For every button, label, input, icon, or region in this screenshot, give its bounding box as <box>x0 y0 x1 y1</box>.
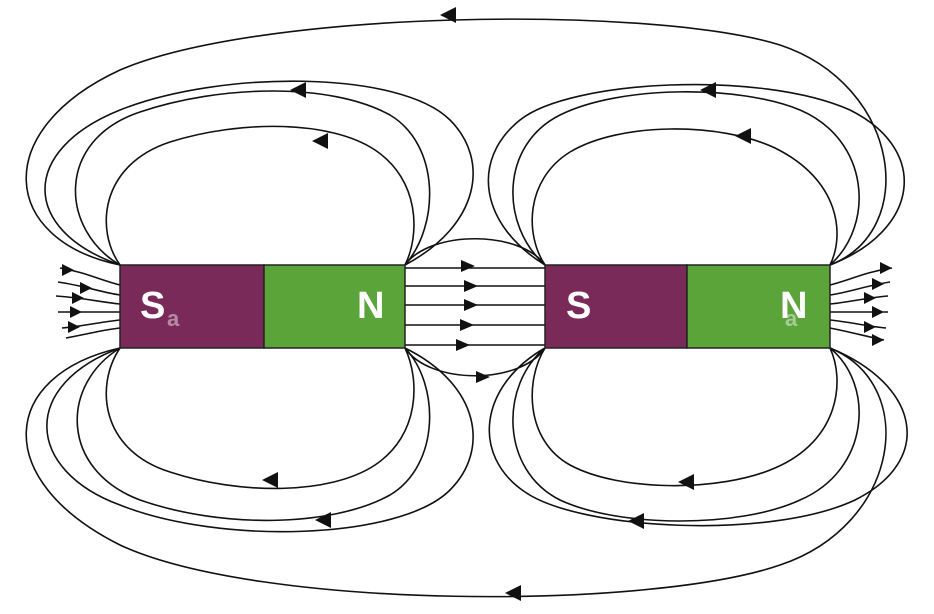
field-line <box>829 295 889 305</box>
magnet-right-south-pole <box>544 264 688 349</box>
arrow-left-icon <box>735 128 751 144</box>
arrow-right-icon <box>464 299 478 311</box>
magnet-right-north-label: N <box>780 285 807 327</box>
magnet-right: S N a <box>544 264 831 349</box>
magnet-right-south-label: S <box>566 285 591 327</box>
field-line <box>65 327 121 339</box>
arrow-left-icon <box>312 133 328 149</box>
field-line <box>76 347 431 522</box>
arrow-right-icon <box>872 306 884 318</box>
arrow-right-icon <box>864 292 876 304</box>
field-lines-right-upper <box>487 83 905 266</box>
field-lines-right-lower <box>488 347 908 527</box>
field-line <box>105 125 415 266</box>
field-line <box>57 281 121 296</box>
watermark-text: a <box>785 306 798 331</box>
field-line <box>46 347 474 533</box>
field-line <box>404 237 546 266</box>
field-line <box>44 80 474 266</box>
arrow-left-icon <box>262 472 278 488</box>
arrow-right-icon <box>864 321 876 333</box>
magnet-left: S a N <box>119 264 406 349</box>
field-line <box>829 319 887 329</box>
arrow-left-icon <box>628 513 644 529</box>
magnet-left-north-pole <box>263 264 406 349</box>
arrow-right-icon <box>461 260 475 272</box>
field-line <box>105 347 415 490</box>
arrow-right-icon <box>70 306 82 318</box>
watermark-text: a <box>167 306 180 331</box>
field-line-outer-top <box>25 18 887 266</box>
arrow-left-icon <box>678 474 694 490</box>
arrow-left-icon <box>505 585 521 601</box>
magnet-right-north-pole <box>686 264 831 349</box>
arrow-right-icon <box>872 278 884 290</box>
arrow-right-icon <box>880 262 892 274</box>
field-lines-left-upper <box>44 80 474 266</box>
field-lines-fan-left <box>55 267 121 339</box>
arrow-right-icon <box>456 339 470 351</box>
field-line <box>61 319 121 329</box>
field-line <box>512 347 860 522</box>
field-line <box>512 91 860 266</box>
field-line <box>829 281 891 296</box>
arrow-right-icon <box>68 321 80 333</box>
field-line <box>487 83 905 266</box>
field-line <box>404 347 546 377</box>
arrow-right-icon <box>62 264 74 276</box>
field-line <box>488 347 908 527</box>
magnet-left-south-label: S <box>140 285 165 327</box>
arrow-right-icon <box>460 319 474 331</box>
arrow-right-icon <box>872 334 884 346</box>
field-lines-left-lower <box>46 347 474 533</box>
magnet-left-north-label: N <box>357 285 384 327</box>
arrow-right-icon <box>72 292 84 304</box>
arrow-left-icon <box>440 7 456 23</box>
magnet-left-south-pole <box>119 264 265 349</box>
direction-arrows <box>62 7 892 601</box>
field-line <box>55 295 121 305</box>
field-line <box>74 90 431 266</box>
arrow-right-icon <box>476 371 490 383</box>
arrow-left-icon <box>290 82 306 98</box>
field-line <box>531 128 838 266</box>
arrow-left-icon <box>315 512 331 528</box>
field-line-outer-bottom <box>25 347 887 598</box>
field-lines-gap <box>404 237 546 377</box>
field-line <box>531 347 838 487</box>
arrow-right-icon <box>80 282 92 294</box>
arrow-left-icon <box>700 82 716 98</box>
field-lines-fan-right <box>829 267 893 341</box>
arrow-right-icon <box>464 280 478 292</box>
